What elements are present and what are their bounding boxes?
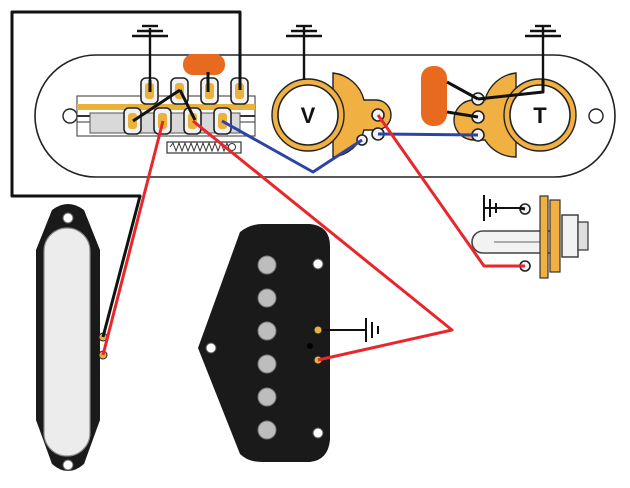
- plate-screw: [62, 108, 78, 124]
- tone-capacitor-icon: [421, 66, 447, 126]
- blue-link-wire: [221, 119, 479, 174]
- ground-symbol-icon: [322, 318, 379, 342]
- hot-wires: [101, 114, 525, 362]
- neck-pickup: [36, 204, 108, 471]
- plate-screw: [588, 108, 604, 124]
- ground-wires: [10, 10, 545, 338]
- bridge-pickup: [198, 224, 330, 462]
- ground-symbol-icon: [525, 24, 561, 79]
- ground-symbol-icon: [483, 195, 520, 221]
- pole-piece-icon: [257, 255, 277, 440]
- volume-label: V: [301, 103, 316, 128]
- capacitor-icon: [183, 54, 225, 75]
- three-way-switch: [76, 77, 256, 154]
- ground-symbol-icon: [286, 24, 322, 79]
- output-jack: [471, 195, 589, 279]
- switch-spring: [166, 141, 242, 154]
- tone-label: T: [533, 103, 547, 128]
- ground-symbol-icon: [132, 24, 168, 80]
